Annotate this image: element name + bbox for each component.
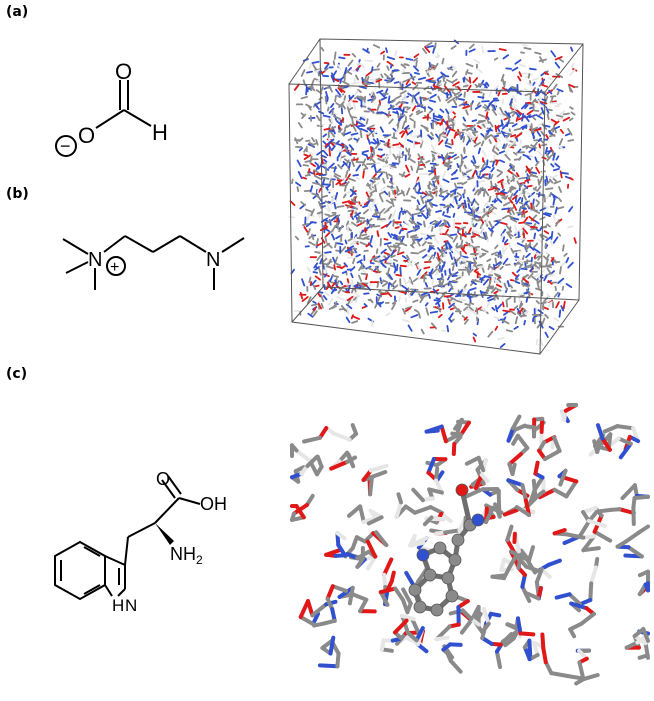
trp-atom-h: H [112,596,124,615]
simulation-box [288,38,584,355]
bond-side-3 [154,497,180,524]
bond-side-2 [127,522,156,538]
bond-c-h [123,109,152,127]
box-edges [288,38,584,355]
formate-structure [55,80,152,157]
bond-chain-4 [179,235,207,253]
bond-pyrrole-1 [104,555,126,566]
positive-charge-circle [106,256,126,276]
bond-chain-1 [103,235,126,253]
benzene-double-2 [83,584,101,595]
trp-atom-nh2-main: NH [170,544,196,564]
formate-atom-o-top: O [115,59,132,84]
ammonium-atom-n-left: N [88,249,102,271]
trp-atom-o: O [156,469,170,489]
bond-chain-3 [152,235,181,253]
ammonium-structure [62,235,245,290]
box-edge-2 [544,43,584,93]
formate-atom-h: H [152,120,168,145]
protein-bonds [290,403,650,686]
tryptophan-ball-and-stick [408,483,485,617]
formate-atom-o-left: O [78,123,95,148]
box-edge-4 [291,286,324,323]
bond-side-1 [124,536,129,566]
panel-label-b: (b) [6,186,29,202]
bond-methyl-1 [62,238,89,255]
benzene-double-3 [83,546,101,557]
bond-chain-2 [124,235,154,253]
bond-c-o-1 [161,479,176,499]
panel-label-a: (a) [6,4,29,20]
solvent-molecules [288,39,579,349]
bond-pyrrole-3 [117,588,126,597]
box-edge-1 [288,38,321,85]
bond-methyl-2 [65,261,89,274]
trp-atom-nh2-sub: 2 [196,553,203,567]
benzene-ring [54,540,106,601]
bond-c-oh [178,497,201,505]
trp-atom-oh: OH [200,494,227,514]
ammonium-charge: + [110,259,119,276]
bond-o-c [95,109,125,129]
wedge-bond [155,523,174,545]
bond-methyl-4 [221,237,245,253]
panel-label-c: (c) [6,366,28,382]
ammonium-atom-n-right: N [206,249,220,271]
negative-charge-circle [55,135,77,157]
trp-atom-nh2: NH2 [170,544,203,567]
tryptophan-structure [54,475,201,601]
trp-atom-n: N [125,596,137,615]
bond-pyrrole-4 [104,584,113,597]
protein-structure [290,403,650,686]
formate-charge: − [60,136,71,156]
bond-c-o-2 [167,475,182,495]
box-edge-3 [539,299,580,355]
